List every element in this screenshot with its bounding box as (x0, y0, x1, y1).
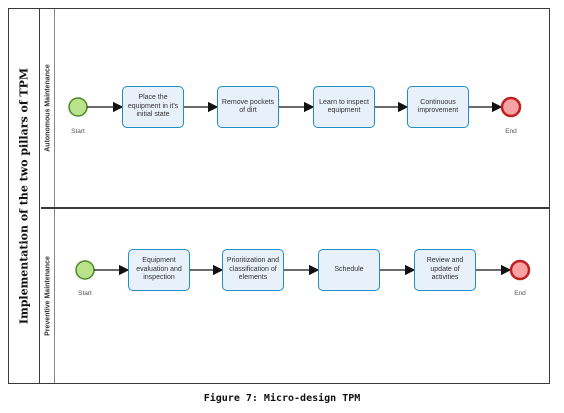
task-learn-inspect[interactable]: Learn to inspect equipment (313, 86, 375, 128)
figure-caption: Figure 7: Micro-design TPM (203, 393, 361, 404)
start-label: Start (71, 128, 85, 135)
task-schedule[interactable]: Schedule (318, 249, 380, 291)
task-review-update[interactable]: Review and update of activities (414, 249, 476, 291)
task-equipment-evaluation[interactable]: Equipment evaluation and inspection (128, 249, 190, 291)
start-event-autonomous (68, 97, 88, 117)
lane-header-preventive (41, 208, 55, 383)
end-event-autonomous (500, 96, 522, 118)
task-prioritization[interactable]: Prioritization and classification of ele… (222, 249, 284, 291)
task-place-equipment[interactable]: Place the equipment in it's initial stat… (122, 86, 184, 128)
end-label: End (514, 290, 526, 297)
start-label: Start (78, 290, 92, 297)
lane-separator (41, 207, 550, 209)
end-event-preventive (509, 259, 531, 281)
end-label: End (505, 128, 517, 135)
pool-header (9, 9, 40, 383)
diagram-frame (8, 8, 550, 384)
task-continuous-improvement[interactable]: Continuous improvement (407, 86, 469, 128)
lane-header-autonomous (41, 9, 55, 207)
task-remove-dirt[interactable]: Remove pockets of dirt (217, 86, 279, 128)
start-event-preventive (75, 260, 95, 280)
